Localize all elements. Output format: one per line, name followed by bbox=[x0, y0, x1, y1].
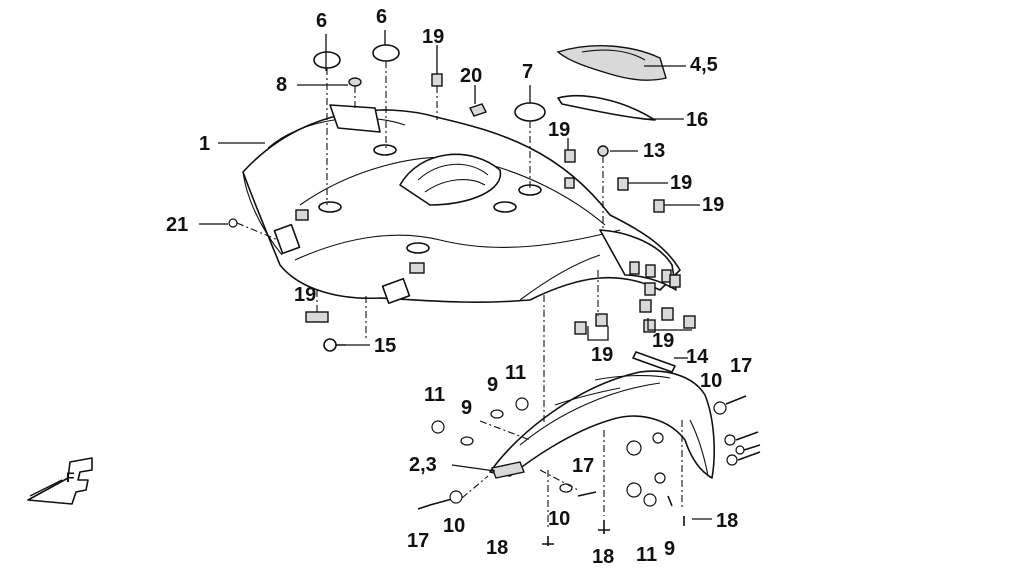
callout-11a: 11 bbox=[424, 384, 445, 406]
callout-18a: 18 bbox=[486, 537, 508, 559]
callout-16: 16 bbox=[686, 109, 708, 131]
callout-10b: 10 bbox=[443, 515, 465, 537]
callout-11c: 11 bbox=[636, 544, 657, 566]
callout-19e: 19 bbox=[294, 284, 316, 306]
callout-21: 21 bbox=[166, 214, 188, 236]
callout-9a: 9 bbox=[487, 374, 498, 396]
plug-8 bbox=[348, 77, 362, 87]
plug-13 bbox=[597, 145, 609, 157]
callout-9b: 9 bbox=[461, 397, 472, 419]
callout-10a: 10 bbox=[700, 370, 722, 392]
callout-17a: 17 bbox=[730, 355, 752, 377]
clip-group-19-center bbox=[574, 313, 608, 335]
clip-19-lower bbox=[305, 311, 329, 323]
callout-7: 7 bbox=[522, 61, 533, 83]
lower-fender-part bbox=[489, 370, 715, 479]
callout-19a: 19 bbox=[422, 26, 444, 48]
callout-19f: 19 bbox=[591, 344, 613, 366]
hardware-left bbox=[417, 397, 610, 546]
clip-19-r2 bbox=[653, 199, 665, 213]
clip-19-r1 bbox=[617, 177, 629, 191]
clip-19-mid bbox=[564, 149, 576, 163]
hardware-right bbox=[626, 395, 761, 526]
clip-19-top bbox=[431, 73, 443, 87]
callout-14: 14 bbox=[686, 346, 709, 368]
clip-20 bbox=[469, 103, 487, 117]
callout-9c: 9 bbox=[664, 538, 675, 560]
callout-10c: 10 bbox=[548, 508, 570, 530]
leader-lines bbox=[199, 30, 712, 520]
front-fender-part bbox=[242, 104, 681, 305]
callout-13: 13 bbox=[643, 140, 665, 162]
front-mark-letter: F bbox=[66, 469, 75, 485]
callout-18c: 18 bbox=[716, 510, 738, 532]
callout-1: 1 bbox=[199, 133, 210, 155]
trim-16 bbox=[557, 95, 656, 121]
front-direction-mark: F bbox=[27, 457, 93, 505]
callout-15: 15 bbox=[374, 335, 396, 357]
callout-2-3: 2,3 bbox=[409, 454, 437, 476]
cap-7 bbox=[514, 102, 546, 122]
strip-14 bbox=[632, 351, 676, 373]
callout-17b: 17 bbox=[572, 455, 594, 477]
rivet-21 bbox=[228, 218, 238, 228]
callout-17c: 17 bbox=[407, 530, 429, 552]
callout-8: 8 bbox=[276, 74, 287, 96]
callout-6a: 6 bbox=[316, 10, 327, 32]
callout-19c: 19 bbox=[670, 172, 692, 194]
bolt-15 bbox=[323, 338, 346, 352]
callout-18b: 18 bbox=[592, 546, 614, 568]
callout-19g: 19 bbox=[652, 330, 674, 352]
callout-19d: 19 bbox=[702, 194, 724, 216]
panel-4-5 bbox=[556, 45, 667, 81]
callout-6b: 6 bbox=[376, 6, 387, 28]
callout-labels: 1 2,3 4,5 6 6 7 8 9 9 9 10 10 10 11 11 1… bbox=[166, 6, 752, 568]
cap-6-left bbox=[313, 51, 341, 69]
cap-6-right bbox=[372, 44, 400, 62]
assembly-center-lines bbox=[236, 61, 683, 530]
clip-group-19-right bbox=[639, 274, 696, 333]
callout-19b: 19 bbox=[548, 119, 570, 141]
callout-11b: 11 bbox=[505, 362, 526, 384]
callout-4-5: 4,5 bbox=[690, 54, 718, 76]
callout-20: 20 bbox=[460, 65, 482, 87]
